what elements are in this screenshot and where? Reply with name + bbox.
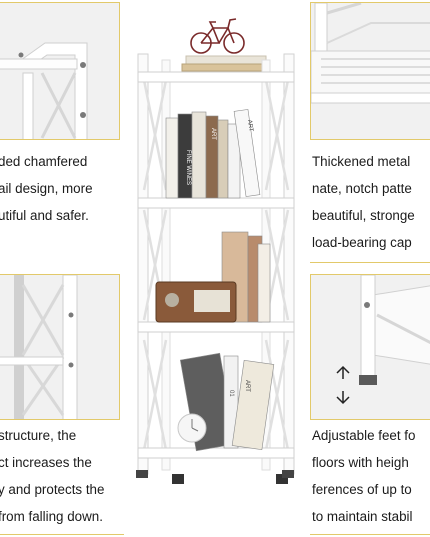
bottom-divider-right <box>310 534 430 535</box>
shelf-corner-illustration <box>0 3 119 139</box>
caption-line: beautiful, stronge <box>312 208 415 223</box>
detail-panel-adjustable-feet <box>310 274 430 420</box>
bookshelf-product-image: FINE WINES ART ART ART 01 <box>136 18 295 484</box>
caption-line: Adjustable feet fo <box>312 428 416 443</box>
caption-divider <box>310 262 430 263</box>
caption-line: load-bearing cap <box>312 235 412 250</box>
height-adjust-arrows-icon <box>336 365 350 405</box>
detail-panel-chamfered <box>0 2 120 140</box>
caption-line: floors with heigh <box>312 455 409 470</box>
caption-line: nate, notch patte <box>312 181 412 196</box>
caption-line: ail design, more <box>0 181 93 196</box>
caption-structure: structure, the ct increases the y and pr… <box>0 422 104 530</box>
caption-line: y and protects the <box>0 482 105 497</box>
book-spine-art-1: ART <box>210 128 216 140</box>
caption-thickened-metal: Thickened metal nate, notch patte beauti… <box>312 148 415 256</box>
detail-panel-structure <box>0 274 120 420</box>
caption-line: ded chamfered <box>0 154 88 169</box>
book-spine-art-2: ART <box>246 119 254 132</box>
caption-line: structure, the <box>0 428 77 443</box>
caption-line: Thickened metal <box>312 154 411 169</box>
bottom-divider-left <box>0 534 124 535</box>
caption-line: utiful and safer. <box>0 208 89 223</box>
book-spine-fine-wines: FINE WINES <box>185 150 191 185</box>
caption-line: ferences of up to <box>312 482 412 497</box>
shelf-mesh-illustration <box>311 3 430 139</box>
caption-line: to maintain stabil <box>312 509 413 524</box>
caption-line: from falling down. <box>0 509 103 524</box>
radio-icon <box>155 281 237 323</box>
clock-icon <box>177 413 207 443</box>
detail-panel-thickened-metal <box>310 2 430 140</box>
book-spine-art-3: ART <box>244 380 250 392</box>
shelf-side-illustration <box>0 275 119 419</box>
bicycle-figurine-icon <box>190 18 245 54</box>
book-spine-numeral: 01 <box>228 390 234 397</box>
shelf-books-top <box>165 109 261 199</box>
caption-adjustable-feet: Adjustable feet fo floors with heigh fer… <box>312 422 415 530</box>
shelf-foot-illustration <box>311 275 430 419</box>
caption-chamfered: ded chamfered ail design, more utiful an… <box>0 148 93 229</box>
caption-line: ct increases the <box>0 455 92 470</box>
